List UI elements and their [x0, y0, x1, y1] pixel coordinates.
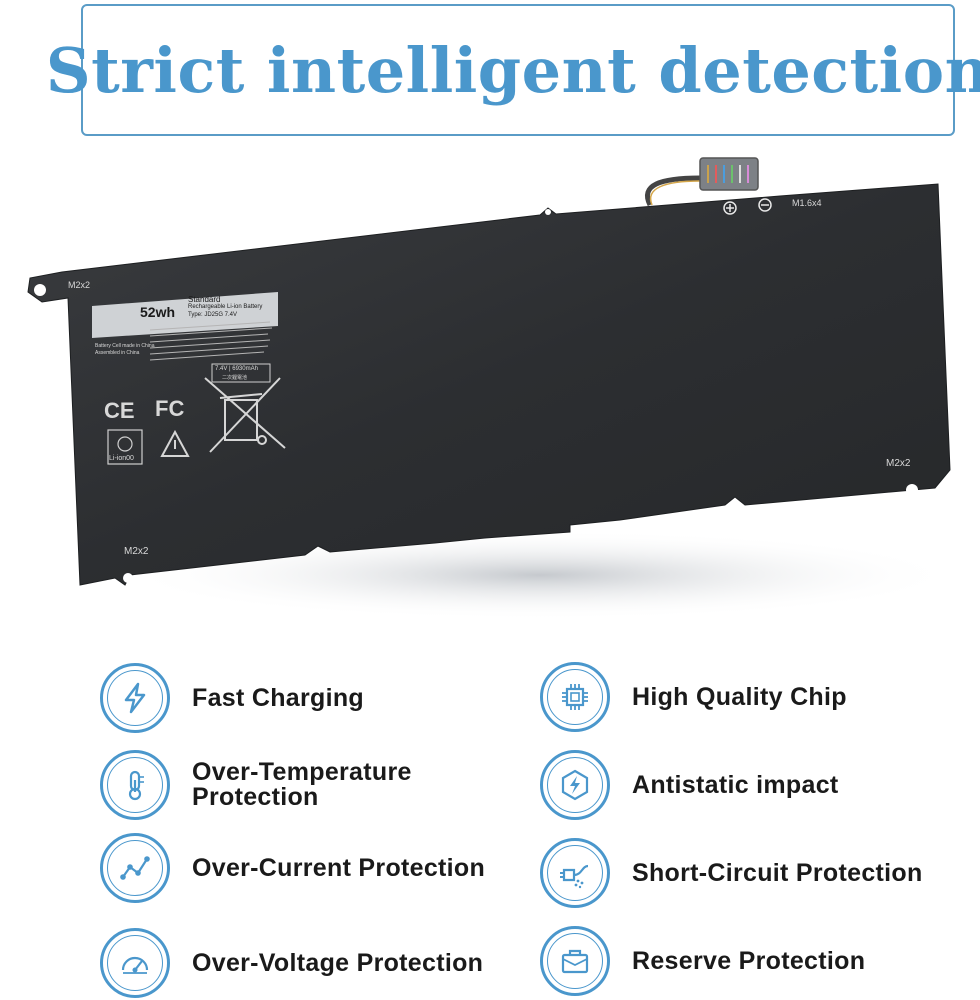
battery-voltage-cn: 二次鋰電池: [222, 375, 248, 381]
feature-label: Short-Circuit Protection: [632, 858, 923, 887]
feature-over-voltage: Over-Voltage Protection: [100, 928, 483, 998]
feature-over-temperature: Over-Temperature Protection: [100, 750, 412, 820]
screw-label-right: M2x2: [886, 458, 911, 469]
feature-antistatic: Antistatic impact: [540, 750, 839, 820]
battery-type-text: Rechargeable Li-ion Battery: [188, 304, 263, 310]
chip-icon: [540, 662, 610, 732]
weee-bin-icon: [204, 377, 286, 453]
warning-icon: [160, 429, 190, 457]
screw-label-bottom-left: M2x2: [124, 546, 149, 557]
feature-label: Over-Voltage Protection: [192, 948, 484, 977]
feature-fast-charging: Fast Charging: [100, 663, 364, 733]
battery-made-in: Battery Cell made in China: [95, 343, 155, 349]
lightning-icon: [100, 663, 170, 733]
shield-bolt-icon: [540, 750, 610, 820]
page-title: Strict intelligent detection: [45, 33, 980, 107]
feature-label: High Quality Chip: [632, 682, 847, 711]
battery-cable: [645, 175, 701, 207]
gauge-icon: [100, 928, 170, 998]
current-graph-icon: [100, 833, 170, 903]
battery-voltage: 7.4V | 6930mAh: [215, 366, 258, 372]
screw-label-connector: M1.6x4: [792, 198, 822, 208]
briefcase-icon: [540, 926, 610, 996]
feature-label-line1: Over-Temperature: [192, 758, 412, 786]
battery-connector: [699, 157, 759, 191]
battery-image: [27, 157, 960, 620]
feature-label: Over-Current Protection: [192, 853, 486, 882]
battery-label-panel: [92, 292, 278, 338]
battery-capacity: 52wh: [140, 304, 176, 320]
feature-short-circuit: Short-Circuit Protection: [540, 838, 923, 908]
title-banner: Strict intelligent detection: [46, 4, 980, 136]
feature-label: Fast Charging: [192, 683, 364, 712]
battery-assembled-in: Assembled in China: [95, 350, 140, 356]
feature-reserve: Reserve Protection: [540, 926, 865, 996]
minus-icon: [758, 198, 772, 212]
thermometer-icon: [100, 750, 170, 820]
screw-label-top-left: M2x2: [68, 280, 91, 290]
battery-standard: Standard: [188, 295, 221, 304]
feature-label: Antistatic impact: [632, 770, 839, 799]
battery-type-line: Type: JD25G 7.4V: [188, 312, 238, 318]
battery-fine-print: [149, 321, 273, 361]
plug-icon: [540, 838, 610, 908]
plus-icon: [723, 201, 737, 215]
recycle-code: Li-ion00: [109, 455, 134, 462]
feature-label: Reserve Protection: [632, 946, 866, 975]
fcc-mark: FC: [155, 396, 185, 421]
feature-label-line2: Protection: [192, 783, 319, 811]
battery-body: [27, 183, 951, 586]
feature-over-current: Over-Current Protection: [100, 833, 485, 903]
feature-high-quality-chip: High Quality Chip: [540, 662, 847, 732]
ce-mark: CE: [104, 398, 135, 423]
recycle-box: [107, 429, 143, 465]
